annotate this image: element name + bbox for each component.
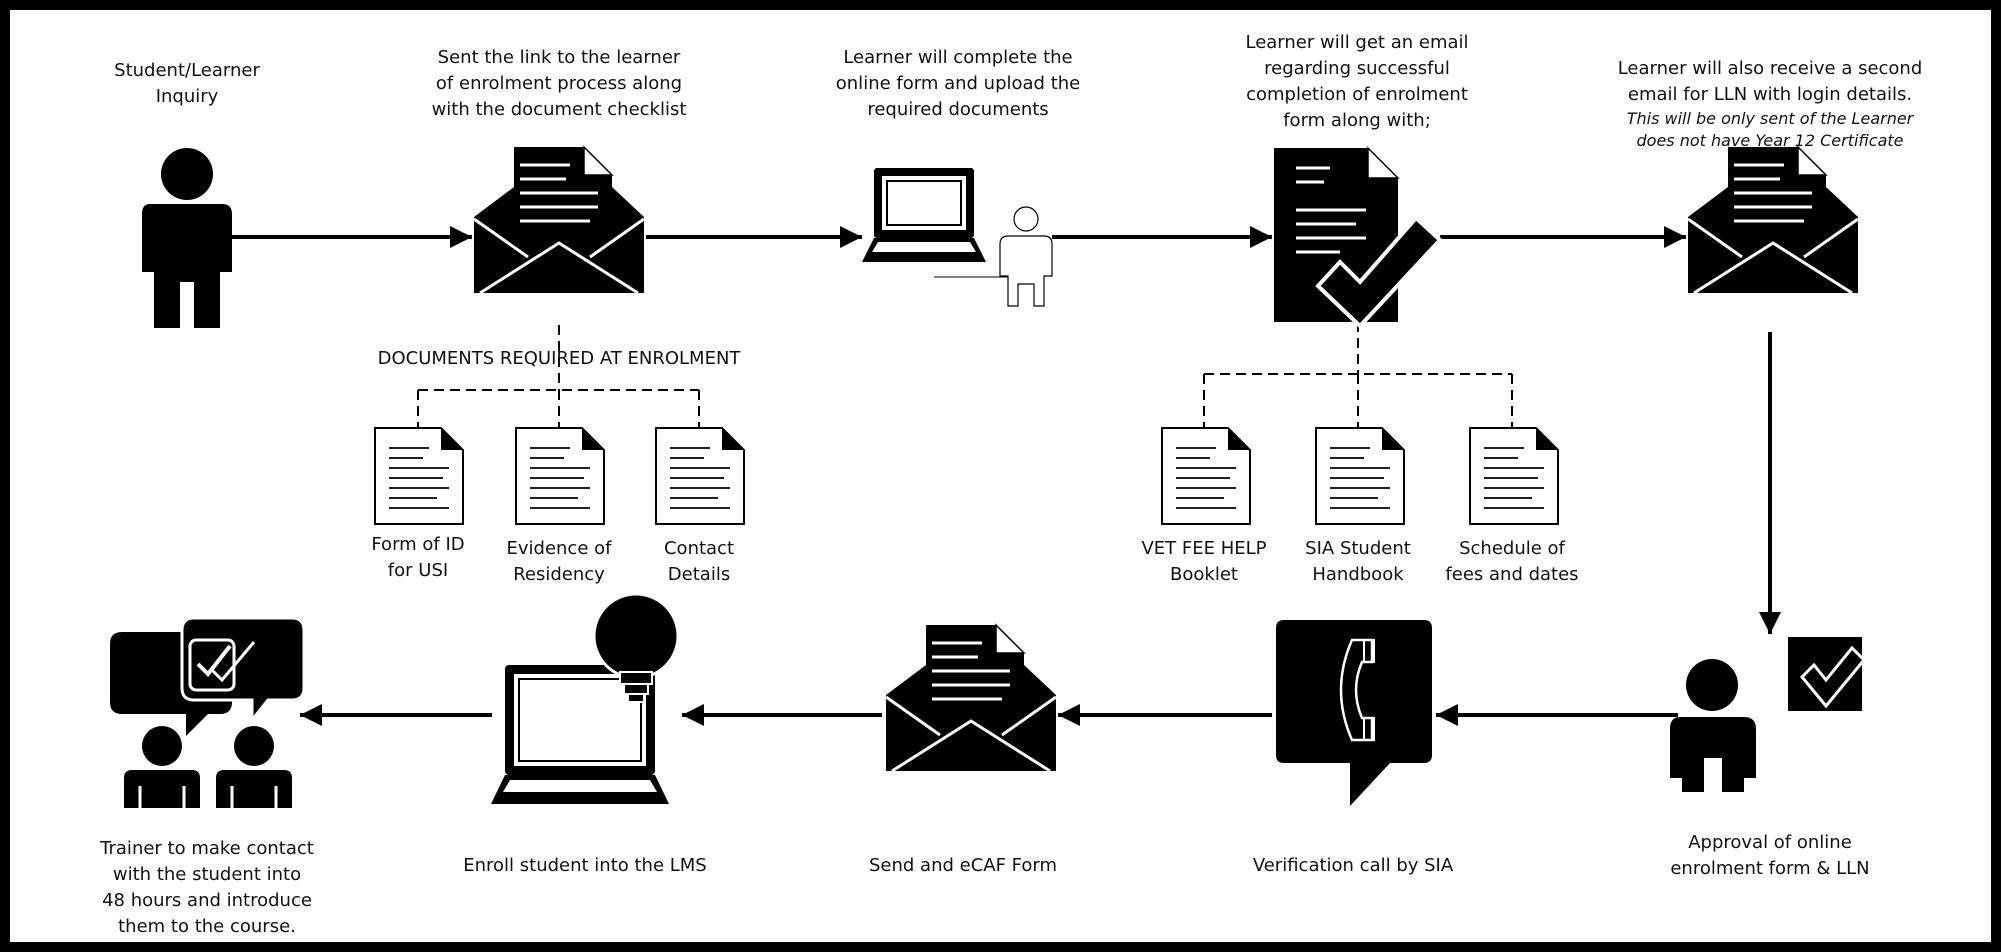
attach-label-handbook: SIA Student Handbook [1305,538,1411,585]
dashed-connectors [417,322,1513,428]
approval-label: Approval of online enrolment form & LLN [1670,832,1870,879]
approved-person-icon [1670,637,1867,792]
document-icon [655,427,745,525]
document-icon [1161,427,1251,525]
document-check-icon [1274,146,1443,329]
document-icon [374,427,464,525]
lms-label: Enroll student into the LMS [463,855,707,876]
second-email-label: Learner will also receive a second email… [1600,30,1940,178]
attach-label-vet-fee-help: VET FEE HELP Booklet [1141,538,1267,585]
trainer-label: Trainer to make contact with the student… [100,838,314,937]
attach-label-schedule: Schedule of fees and dates [1445,538,1579,585]
diagram-canvas [10,10,1991,942]
document-icon [515,427,605,525]
laptop-user-icon [862,168,1053,307]
document-icon [1469,427,1559,525]
envelope-icon [885,623,1057,773]
second-email-note: This will be only sent of the Learner do… [1626,109,1914,150]
doc-label-id: Form of ID for USI [371,534,465,581]
inquiry-label: Student/Learner Inquiry [114,60,260,107]
doc-label-residency: Evidence of Residency [506,538,612,585]
doc-label-contact: Contact Details [663,538,735,585]
email-success-label: Learner will get an email regarding succ… [1245,32,1469,131]
document-icon [1315,427,1405,525]
documents-required-title: DOCUMENTS REQUIRED AT ENROLMENT [377,348,741,369]
flow-arrows [230,226,1781,726]
complete-form-label: Learner will complete the online form an… [835,47,1081,120]
envelope-icon [473,145,645,295]
second-email-text: Learner will also receive a second email… [1617,58,1923,105]
envelope-icon [1687,145,1859,295]
trainer-chat-icon [110,616,306,808]
phone-bubble-icon [1276,620,1432,806]
person-icon [142,148,232,328]
send-link-label: Sent the link to the learner of enrolmen… [431,47,687,120]
ecaf-label: Send and eCAF Form [868,855,1057,876]
laptop-bulb-icon [491,592,680,804]
verification-label: Verification call by SIA [1252,855,1454,876]
